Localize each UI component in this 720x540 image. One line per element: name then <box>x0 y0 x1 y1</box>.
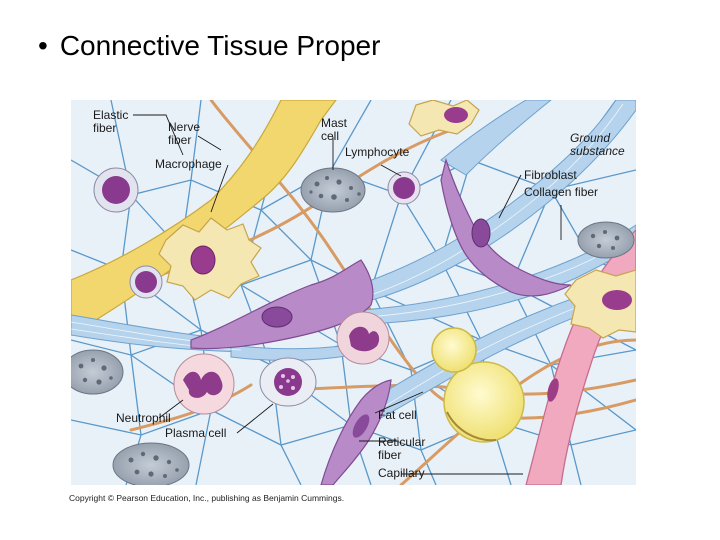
lymphocyte <box>129 265 163 299</box>
title-text: Connective Tissue Proper <box>59 30 381 61</box>
label-nerve-fiber: Nerve fiber <box>168 121 200 147</box>
label-lymphocyte: Lymphocyte <box>345 145 410 159</box>
label-plasma-cell: Plasma cell <box>165 426 227 440</box>
label-line: Reticular <box>378 435 426 449</box>
label-line: Elastic <box>93 108 129 122</box>
label-line: Mast <box>321 116 348 130</box>
label-line: substance <box>570 144 625 158</box>
capillary-nucleus <box>547 378 559 402</box>
label-elastic-fiber: Elastic fiber <box>93 109 128 135</box>
label-mast-cell: Mast cell <box>321 117 347 143</box>
title-bullet: • <box>38 30 48 61</box>
plasma-cell <box>259 357 317 407</box>
fibroblast-nucleus <box>471 218 491 248</box>
mast-cell <box>577 221 635 259</box>
macrophage-nucleus <box>190 245 216 275</box>
lymphocyte <box>93 167 139 213</box>
macrophage <box>564 269 636 339</box>
label-line: Nerve <box>168 120 201 134</box>
mast-cell <box>71 349 124 395</box>
label-collagen-fiber: Collagen fiber <box>524 185 599 199</box>
slide-title: • Connective Tissue Proper <box>38 30 380 62</box>
mast-cell <box>112 442 190 485</box>
label-capillary: Capillary <box>378 466 425 480</box>
label-line: fiber <box>378 448 402 462</box>
leader-lines <box>133 114 562 475</box>
label-neutrophil: Neutrophil <box>116 411 171 425</box>
label-line: fiber <box>168 133 192 147</box>
macrophage-nucleus <box>444 107 468 123</box>
label-line: Ground <box>570 131 611 145</box>
copyright-notice: Copyright © Pearson Education, Inc., pub… <box>69 493 345 503</box>
label-line: fiber <box>93 121 117 135</box>
fibroblast-nucleus <box>261 306 293 328</box>
fat-cell <box>431 327 477 373</box>
label-macrophage: Macrophage <box>155 157 222 171</box>
fat-cell <box>443 361 525 443</box>
label-ground-substance: Ground substance <box>570 132 625 158</box>
label-fibroblast: Fibroblast <box>524 168 577 182</box>
macrophage-nucleus <box>602 290 632 310</box>
label-reticular-fiber: Reticular fiber <box>378 436 425 462</box>
fibroblast-nucleus <box>352 414 370 438</box>
mast-cell <box>300 167 366 213</box>
connective-tissue-illustration <box>71 100 636 485</box>
neutrophil <box>173 353 235 415</box>
label-line: cell <box>321 129 340 143</box>
fibroblast <box>190 259 374 350</box>
neutrophil <box>336 311 390 365</box>
label-fat-cell: Fat cell <box>378 408 417 422</box>
lymphocyte <box>387 171 421 205</box>
